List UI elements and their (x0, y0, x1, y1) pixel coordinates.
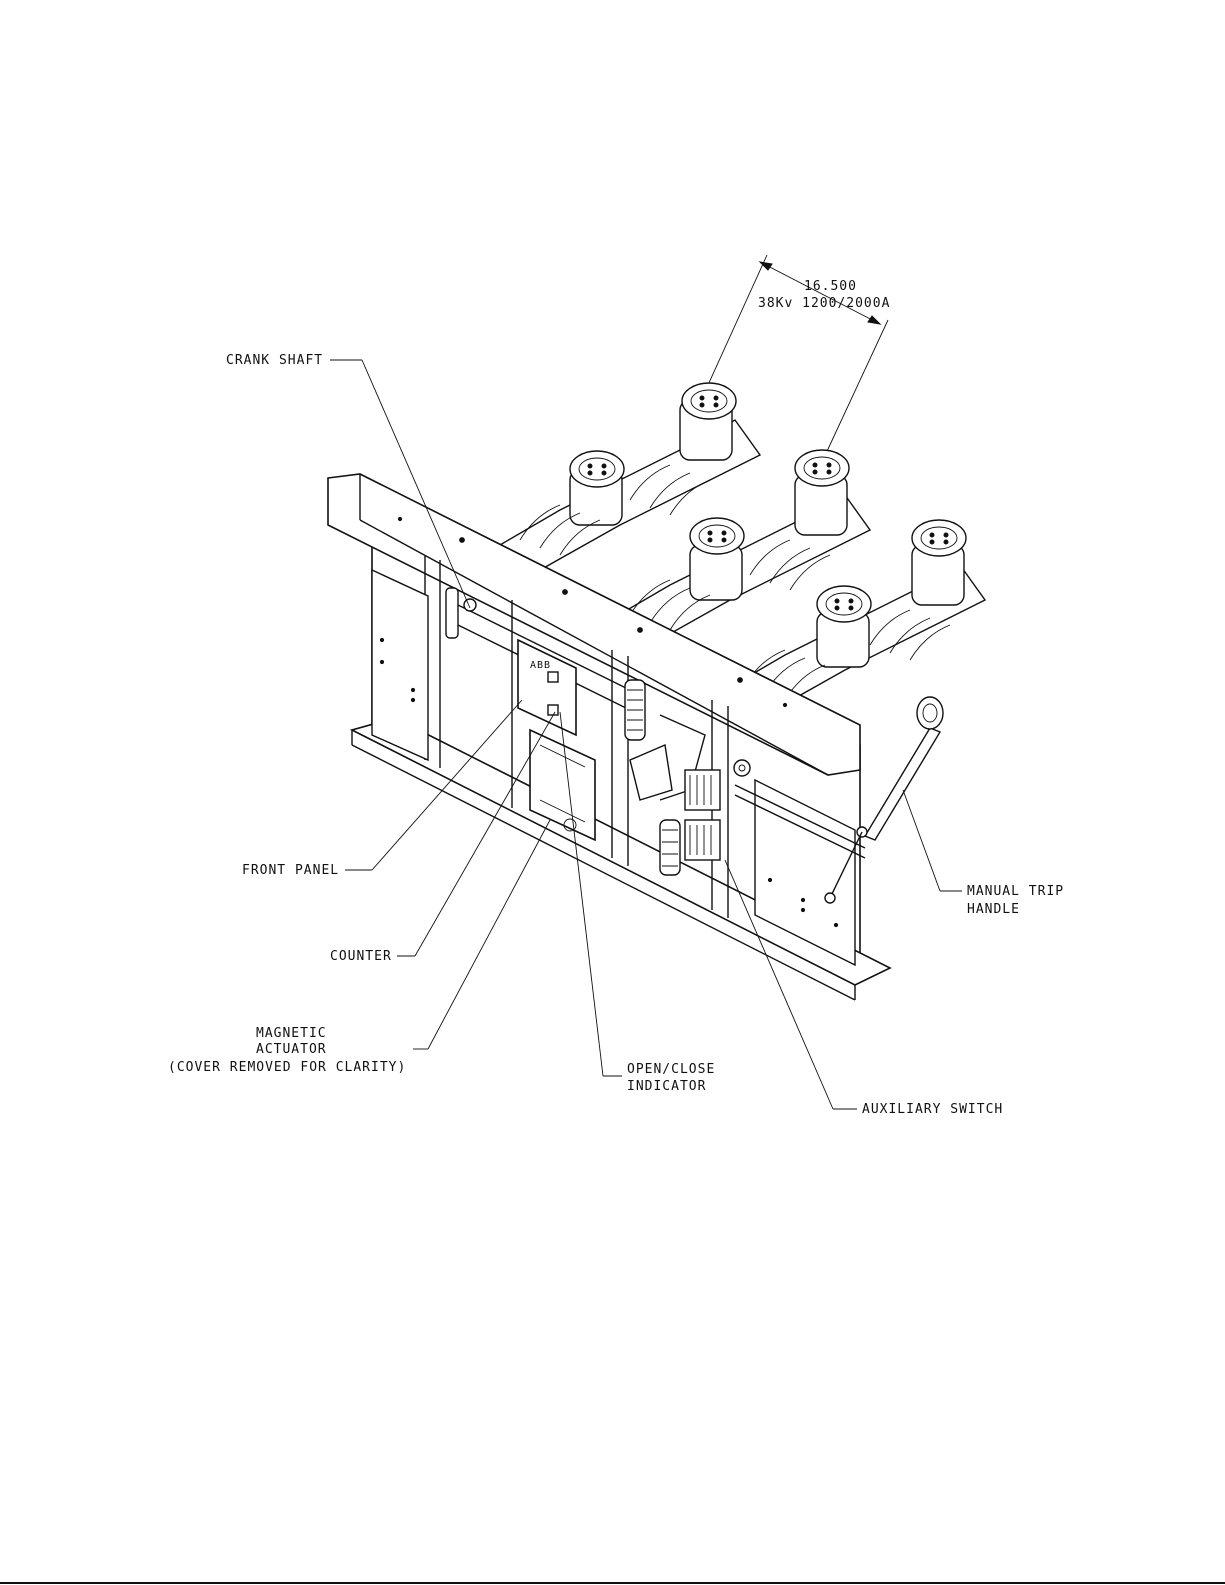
label-auxiliary-switch: AUXILIARY SWITCH (862, 1102, 1003, 1117)
label-manual-trip-1: MANUAL TRIP (967, 884, 1064, 899)
label-front-panel: FRONT PANEL (242, 863, 339, 878)
label-magnetic-actuator-2: ACTUATOR (256, 1042, 327, 1057)
label-manual-trip-2: HANDLE (967, 902, 1020, 917)
callout-magnetic-actuator: MAGNETIC ACTUATOR (COVER REMOVED FOR CLA… (168, 820, 550, 1075)
label-magnetic-actuator-1: MAGNETIC (256, 1026, 327, 1041)
label-counter: COUNTER (330, 949, 392, 964)
dimension-rating: 38Kv 1200/2000A (758, 296, 890, 311)
breaker-frame: ABB (328, 474, 943, 1000)
nameplate-brand: ABB (530, 660, 551, 671)
dimension-value: 16.500 (804, 279, 857, 294)
label-open-close-1: OPEN/CLOSE (627, 1062, 715, 1077)
callout-manual-trip-handle: MANUAL TRIP HANDLE (903, 790, 1064, 917)
label-magnetic-actuator-3: (COVER REMOVED FOR CLARITY) (168, 1060, 406, 1075)
label-crank-shaft: CRANK SHAFT (226, 353, 323, 368)
label-open-close-2: INDICATOR (627, 1079, 706, 1094)
page-bottom-rule (0, 1582, 1225, 1584)
